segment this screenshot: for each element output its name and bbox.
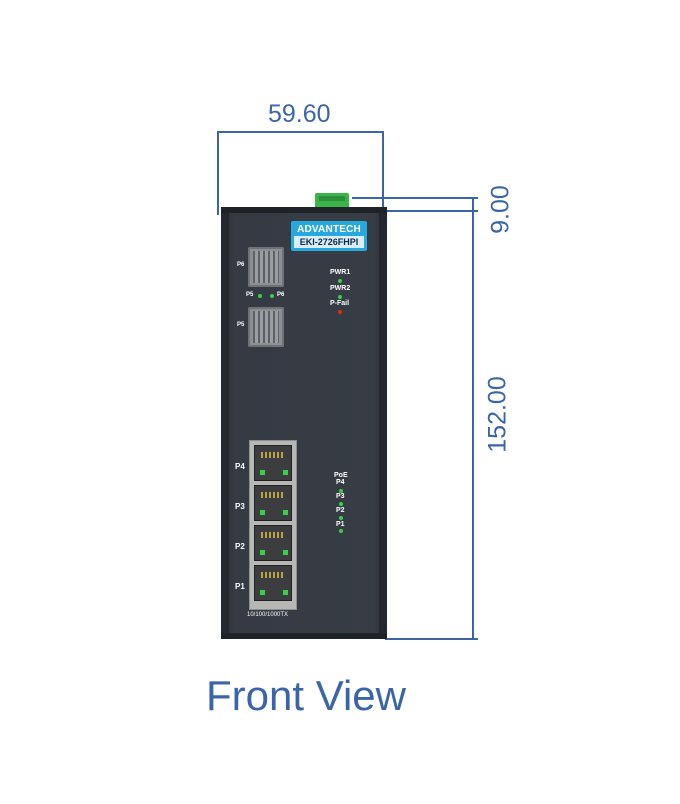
rj45-label-p3: P3: [235, 502, 245, 511]
rj45-port-p3: [254, 485, 292, 521]
poe-label-p2: P2: [336, 507, 345, 514]
sfp-port-label-p5: P5: [237, 322, 245, 328]
brand-logo: ADVANTECH: [297, 224, 361, 235]
sfp-port-p5: [248, 307, 284, 347]
width-extension-right: [382, 131, 384, 215]
poe-led-p3: [339, 502, 343, 506]
poe-header-label: PoE: [334, 472, 348, 479]
rj45-port-block: [249, 440, 297, 610]
width-dimension-label: 59.60: [268, 100, 331, 128]
poe-label-p1: P1: [336, 521, 345, 528]
poe-label-p4: P4: [336, 479, 345, 486]
sfp-port-p6: [248, 247, 284, 287]
rj45-label-p1: P1: [235, 582, 245, 591]
height-dimension-line: [472, 197, 474, 639]
rj45-port-p4: [254, 445, 292, 481]
bottom-edge: [221, 633, 387, 639]
brand-badge: ADVANTECH EKI-2726FHPI: [291, 221, 367, 251]
poe-label-p3: P3: [336, 493, 345, 500]
model-number: EKI-2726FHPI: [294, 236, 364, 248]
right-rail: [379, 207, 387, 639]
terminal-extension-top: [352, 197, 478, 199]
status-label-pwr1: PWR1: [330, 269, 351, 276]
width-extension-left: [217, 131, 219, 215]
body-height-extension-bottom: [385, 638, 478, 640]
poe-led-p4: [339, 489, 343, 493]
status-led-pwr2: [338, 295, 342, 299]
terminal-extension-bottom: [385, 210, 478, 212]
sfp-port-label-p6: P6: [237, 262, 245, 268]
rj45-label-p4: P4: [235, 462, 245, 471]
figure-caption: Front View: [206, 672, 406, 719]
sfp-led-p5: [258, 294, 262, 298]
width-dimension-line: [218, 131, 384, 133]
switch-front-panel: ADVANTECH EKI-2726FHPI P6 P5 P6 P5 PWR1 …: [221, 207, 387, 639]
terminal-height-label: 9.00: [486, 185, 515, 234]
status-label-pwr2: PWR2: [330, 285, 351, 292]
rj45-port-p2: [254, 525, 292, 561]
left-rail: [221, 207, 229, 639]
poe-led-p1: [339, 529, 343, 533]
poe-led-p2: [339, 516, 343, 520]
sfp-led-label-p5: P5: [246, 292, 254, 298]
status-label-p-fail: P-Fail: [330, 300, 350, 307]
rj45-label-p2: P2: [235, 542, 245, 551]
top-edge: [221, 207, 387, 213]
body-height-label: 152.00: [483, 376, 512, 453]
status-led-p-fail: [338, 310, 342, 314]
power-terminal-block: [315, 193, 349, 209]
status-led-pwr1: [338, 279, 342, 283]
rj45-port-p1: [254, 565, 292, 601]
rj45-speed-label: 10/100/1000TX: [247, 612, 289, 618]
sfp-led-label-p6: P6: [277, 292, 285, 298]
sfp-led-p6: [270, 294, 274, 298]
